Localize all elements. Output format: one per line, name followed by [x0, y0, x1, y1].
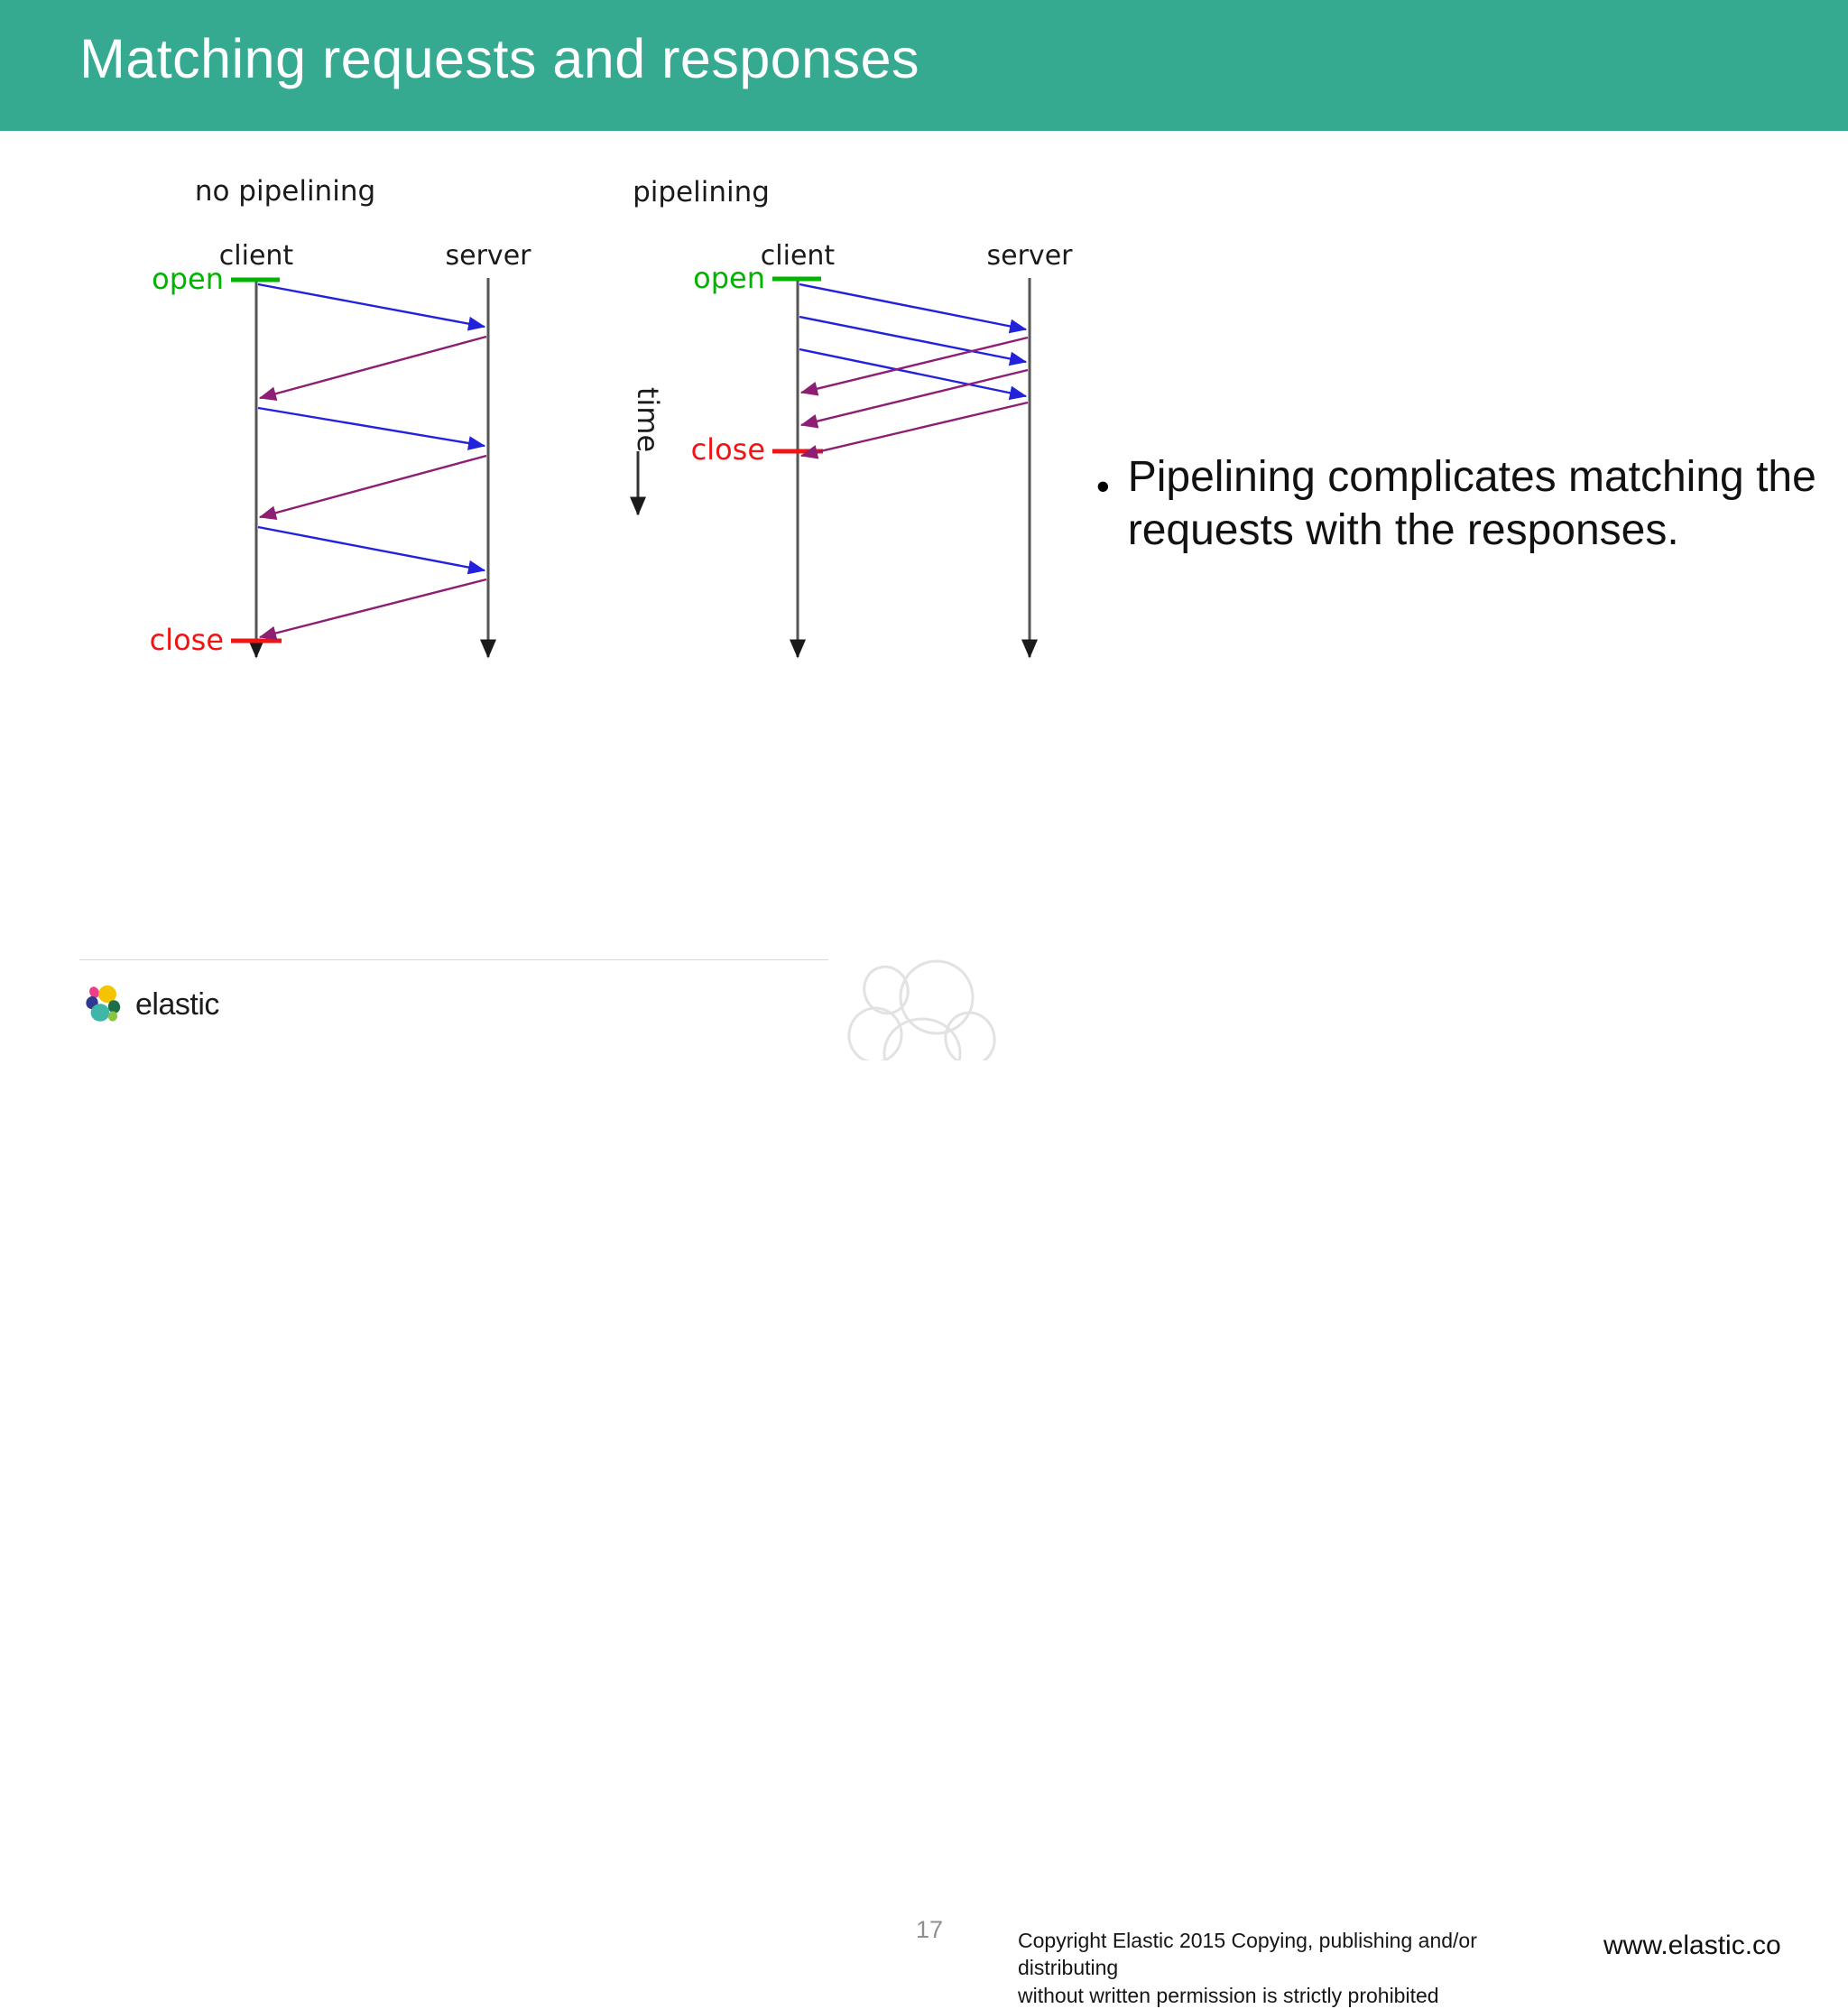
- page-badge-watermark: [847, 959, 996, 1060]
- left-request-arrow-3: [257, 525, 486, 575]
- site-url: www.elastic.co: [1603, 1930, 1781, 1960]
- left-response-arrow-2: [258, 454, 487, 520]
- list-item: • Pipelining complicates matching the re…: [1096, 451, 1818, 557]
- slide-body: no pipelining client server open close t…: [0, 131, 1848, 943]
- brand-logo: elastic: [83, 984, 219, 1025]
- page-title: Matching requests and responses: [79, 28, 920, 89]
- bullet-dot-icon: •: [1096, 465, 1110, 507]
- page-number: 17: [916, 1916, 944, 1943]
- right-client-label: client: [761, 240, 836, 272]
- right-request-arrow-3: [799, 347, 1028, 401]
- left-response-arrow-3: [258, 578, 487, 641]
- left-server-label: server: [446, 240, 532, 272]
- right-response-arrow-1: [799, 336, 1029, 396]
- sequence-diagram-svg: no pipelining client server open close t…: [150, 175, 1074, 659]
- slide-header-bar: Matching requests and responses: [0, 0, 1848, 131]
- sequence-diagram: no pipelining client server open close t…: [0, 131, 1128, 943]
- right-request-arrow-1: [799, 282, 1028, 334]
- time-axis-label: time: [631, 387, 665, 452]
- right-open-label: open: [693, 261, 765, 295]
- copyright-line-2: without written permission is strictly p…: [1018, 1983, 1439, 2007]
- brand-name: elastic: [135, 986, 219, 1022]
- copyright-line-1: Copyright Elastic 2015 Copying, publishi…: [1018, 1929, 1477, 1980]
- right-panel-caption: pipelining: [633, 176, 770, 208]
- slide-footer: elastic 17 Copyright Elastic 2015 Copyin…: [0, 943, 1848, 2007]
- right-server-label: server: [987, 240, 1074, 272]
- copyright-notice: Copyright Elastic 2015 Copying, publishi…: [1018, 1927, 1559, 2009]
- right-response-arrow-2: [799, 368, 1029, 429]
- bullet-text: Pipelining complicates matching the requ…: [1127, 453, 1816, 554]
- elastic-logo-icon: [86, 985, 121, 1022]
- left-response-arrow-1: [258, 335, 487, 401]
- left-panel-caption: no pipelining: [195, 175, 375, 208]
- right-request-arrow-2: [799, 315, 1028, 366]
- right-close-label: close: [691, 432, 765, 467]
- footer-divider: [79, 959, 828, 960]
- left-open-label: open: [152, 262, 224, 296]
- right-response-arrow-3: [799, 401, 1029, 459]
- left-request-arrow-2: [257, 406, 486, 450]
- left-client-label: client: [219, 240, 294, 272]
- bullet-list: • Pipelining complicates matching the re…: [1096, 451, 1818, 557]
- left-request-arrow-1: [257, 282, 486, 331]
- left-close-label: close: [150, 623, 224, 657]
